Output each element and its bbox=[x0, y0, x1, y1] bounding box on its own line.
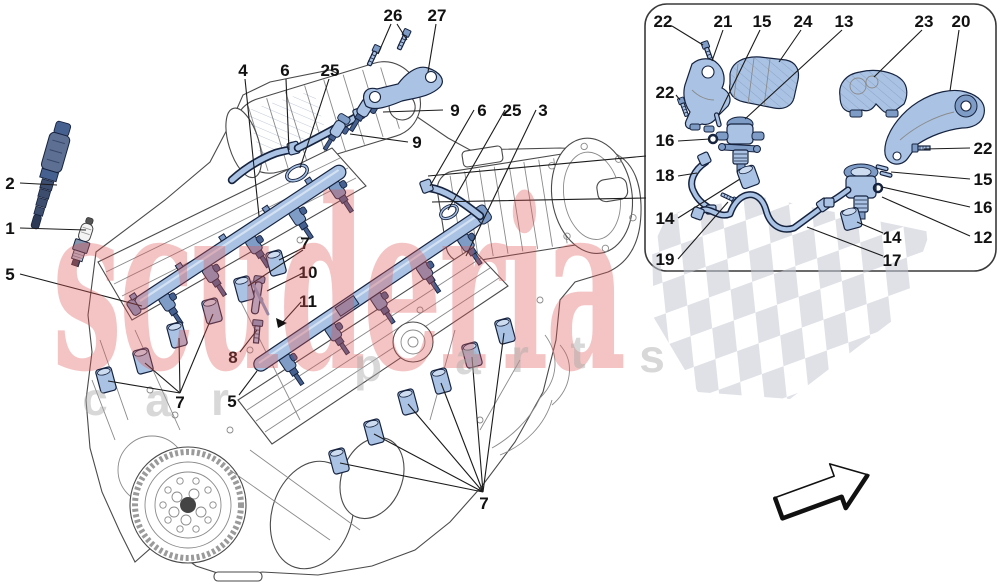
brand-watermark: scuderia c a r p a r t s bbox=[52, 148, 665, 426]
callout-label: 13 bbox=[835, 12, 854, 31]
callout-label: 17 bbox=[883, 251, 902, 270]
callout-labels: 2 1 5 4 6 25 26 27 9 6 25 3 9 7 10 11 8 … bbox=[5, 6, 992, 513]
callout-label: 15 bbox=[974, 170, 993, 189]
callout-label: 19 bbox=[656, 250, 675, 269]
watermark-letter: a bbox=[455, 332, 481, 384]
callout-label: 11 bbox=[299, 292, 317, 311]
callout-label: 12 bbox=[974, 228, 993, 247]
watermark-letter: t bbox=[570, 326, 585, 378]
callout-label: 9 bbox=[412, 133, 421, 152]
bolt-26 bbox=[395, 27, 412, 52]
watermark-letter: r bbox=[511, 330, 529, 382]
callout-label: 6 bbox=[280, 61, 289, 80]
callout-label: 3 bbox=[538, 101, 547, 120]
cap-14 bbox=[736, 164, 760, 190]
callout-label: 24 bbox=[794, 12, 813, 31]
callout-label: 7 bbox=[175, 393, 184, 412]
gearbox bbox=[436, 137, 637, 263]
callout-label: 23 bbox=[915, 12, 934, 31]
callout-label: 4 bbox=[238, 61, 248, 80]
callout-label: 22 bbox=[974, 139, 993, 158]
callout-label: 5 bbox=[5, 265, 14, 284]
leader-lines bbox=[19, 23, 971, 493]
callout-label: 7 bbox=[300, 234, 309, 253]
callout-label: 14 bbox=[883, 228, 902, 247]
callout-label: 20 bbox=[952, 12, 971, 31]
bolt-8 bbox=[252, 319, 264, 344]
ignition-coil bbox=[30, 120, 72, 230]
engine-line-art bbox=[85, 61, 642, 582]
callout-label: 18 bbox=[656, 166, 675, 185]
watermark-letter: r bbox=[211, 373, 229, 425]
watermark-letter: s bbox=[639, 330, 665, 382]
callout-label: 9 bbox=[450, 101, 459, 120]
callout-label: 21 bbox=[714, 12, 733, 31]
watermark-letter: p bbox=[354, 339, 382, 391]
spark-plug bbox=[70, 217, 94, 268]
rail-bracket bbox=[363, 66, 443, 110]
callout-label: 1 bbox=[5, 219, 14, 238]
screw-22 bbox=[911, 143, 931, 153]
callout-label: 27 bbox=[428, 6, 447, 25]
callout-label: 8 bbox=[228, 348, 237, 367]
callout-label: 25 bbox=[503, 101, 522, 120]
cap-14 bbox=[840, 207, 863, 231]
callout-label: 10 bbox=[299, 263, 318, 282]
callout-label: 14 bbox=[656, 209, 675, 228]
fuel-system-parts bbox=[30, 27, 517, 476]
direction-arrow-icon bbox=[773, 463, 870, 521]
seal-16 bbox=[872, 182, 884, 194]
checkered-flag-watermark bbox=[652, 196, 930, 399]
callout-label: 16 bbox=[656, 131, 675, 150]
inset-projection-lines bbox=[427, 155, 647, 203]
callout-label: 25 bbox=[321, 61, 340, 80]
callout-label: 7 bbox=[479, 494, 488, 513]
callout-label: 22 bbox=[656, 83, 675, 102]
callout-label: 6 bbox=[477, 101, 486, 120]
flywheel bbox=[117, 435, 247, 564]
callout-label: 22 bbox=[654, 12, 673, 31]
callout-label: 15 bbox=[753, 12, 772, 31]
inset-parts bbox=[676, 39, 985, 233]
hp-pump-12 bbox=[823, 163, 893, 220]
brand-watermark-text: scuderia bbox=[52, 148, 624, 424]
callout-label: 5 bbox=[227, 392, 236, 411]
watermark-letter: a bbox=[145, 374, 171, 426]
watermark-letter: c bbox=[82, 373, 108, 425]
callout-label: 16 bbox=[974, 198, 993, 217]
callout-label: 2 bbox=[5, 174, 14, 193]
callout-label: 26 bbox=[384, 6, 403, 25]
